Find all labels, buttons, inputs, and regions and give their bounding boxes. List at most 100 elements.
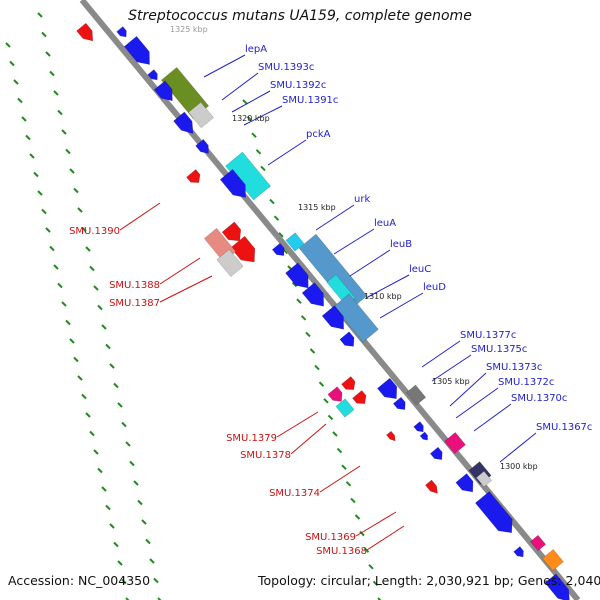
- gene-arrow[interactable]: [377, 377, 402, 404]
- gene-label: SMU.1378: [240, 450, 291, 461]
- gene-arrow[interactable]: [230, 235, 261, 268]
- ruler-tick: [368, 564, 374, 570]
- gene-block[interactable]: [216, 249, 244, 277]
- gene-label: SMU.1370c: [511, 393, 567, 404]
- gene-arrow[interactable]: [341, 376, 359, 394]
- gene-arrow[interactable]: [271, 242, 287, 259]
- ruler-tick: [73, 356, 79, 363]
- leader-line: [319, 465, 361, 493]
- ruler-tick: [97, 304, 103, 311]
- gene-arrow[interactable]: [392, 396, 408, 413]
- leader-line: [159, 275, 213, 303]
- leader-line: [449, 372, 487, 407]
- ruler-tick: [278, 232, 284, 238]
- gene-label: SMU.1368: [316, 546, 367, 557]
- ruler-tick: [77, 207, 83, 213]
- leader-line: [276, 411, 319, 438]
- ruler-tick: [49, 245, 55, 252]
- ruler-tick: [113, 541, 119, 548]
- gene-block[interactable]: [285, 232, 305, 252]
- gene-arrow[interactable]: [474, 491, 518, 539]
- gene-arrow[interactable]: [153, 80, 178, 105]
- ruler-tick: [97, 467, 103, 474]
- gene-arrow[interactable]: [419, 431, 430, 442]
- gene-arrow[interactable]: [339, 331, 358, 350]
- leader-line: [431, 354, 472, 382]
- ruler-tick: [251, 132, 257, 138]
- gene-block[interactable]: [188, 101, 214, 129]
- ruler-tick: [45, 51, 51, 57]
- ruler-tick: [153, 577, 159, 584]
- gene-arrow[interactable]: [123, 35, 155, 69]
- ruler-tick: [29, 153, 35, 159]
- ruler-tick: [141, 519, 147, 525]
- ruler-tick: [113, 382, 119, 389]
- gene-label: SMU.1375c: [471, 344, 527, 355]
- leader-line: [365, 274, 410, 299]
- ruler-tick: [117, 560, 123, 566]
- ruler-tick: [53, 90, 59, 96]
- ruler-tick: [157, 597, 162, 600]
- gene-arrow[interactable]: [425, 479, 440, 496]
- gene-arrow[interactable]: [455, 473, 478, 497]
- gene-block[interactable]: [444, 431, 466, 455]
- gene-arrow[interactable]: [513, 546, 527, 560]
- gene-label: SMU.1367c: [536, 422, 592, 433]
- gene-block[interactable]: [333, 293, 379, 343]
- gene-label: SMU.1369: [305, 532, 356, 543]
- gene-arrow[interactable]: [147, 69, 161, 83]
- ruler-tick: [85, 412, 91, 418]
- gene-arrow[interactable]: [285, 262, 315, 293]
- leader-line: [203, 54, 246, 78]
- ruler-tick: [5, 42, 11, 48]
- leader-line: [366, 525, 405, 551]
- ruler-tick: [246, 115, 253, 122]
- gene-arrow[interactable]: [221, 221, 246, 246]
- gene-arrow[interactable]: [352, 390, 370, 408]
- ruler-tick: [341, 464, 347, 470]
- ruler-tick: [45, 227, 51, 233]
- gene-arrow[interactable]: [219, 168, 251, 202]
- gene-label: SMU.1390: [69, 226, 120, 237]
- ruler-tick: [125, 597, 130, 600]
- ruler-tick: [300, 315, 307, 321]
- gene-label: SMU.1387: [109, 298, 160, 309]
- gene-block[interactable]: [529, 534, 547, 552]
- gene-arrow[interactable]: [327, 386, 346, 405]
- gene-arrow[interactable]: [186, 169, 204, 187]
- gene-arrow[interactable]: [116, 26, 130, 40]
- gene-label: lepA: [245, 44, 267, 55]
- gene-arrow[interactable]: [76, 22, 98, 45]
- ruler-tick: [57, 282, 63, 289]
- ruler-tick: [61, 301, 67, 307]
- gene-label: pckA: [306, 129, 331, 140]
- ruler-tick: [314, 364, 320, 371]
- gene-arrow[interactable]: [321, 305, 350, 335]
- ruler-tick: [327, 414, 334, 421]
- gene-arrow[interactable]: [173, 111, 199, 138]
- gene-label: SMU.1388: [109, 280, 160, 291]
- gene-block[interactable]: [298, 233, 368, 311]
- gene-arrow[interactable]: [429, 446, 445, 463]
- gene-arrow[interactable]: [195, 138, 213, 156]
- ruler-tick: [33, 171, 39, 178]
- ruler-tick: [345, 481, 352, 487]
- ruler-tick: [81, 226, 87, 233]
- accession-text: Accession: NC_004350: [8, 573, 151, 588]
- ruler-tick: [73, 187, 79, 194]
- leader-line: [349, 249, 391, 277]
- gene-block[interactable]: [335, 398, 355, 418]
- gene-arrow[interactable]: [413, 421, 427, 435]
- gene-block[interactable]: [405, 384, 427, 406]
- gene-arrow[interactable]: [301, 282, 330, 312]
- ruler-tick: [125, 441, 131, 447]
- scale-label: 1320 kbp: [232, 114, 270, 123]
- gene-block[interactable]: [542, 548, 564, 572]
- gene-label: leuA: [374, 218, 396, 229]
- leader-line: [333, 228, 375, 255]
- gene-arrow[interactable]: [386, 430, 398, 443]
- gene-block[interactable]: [475, 470, 493, 488]
- gene-label: leuD: [423, 282, 446, 293]
- ruler-tick: [109, 523, 115, 529]
